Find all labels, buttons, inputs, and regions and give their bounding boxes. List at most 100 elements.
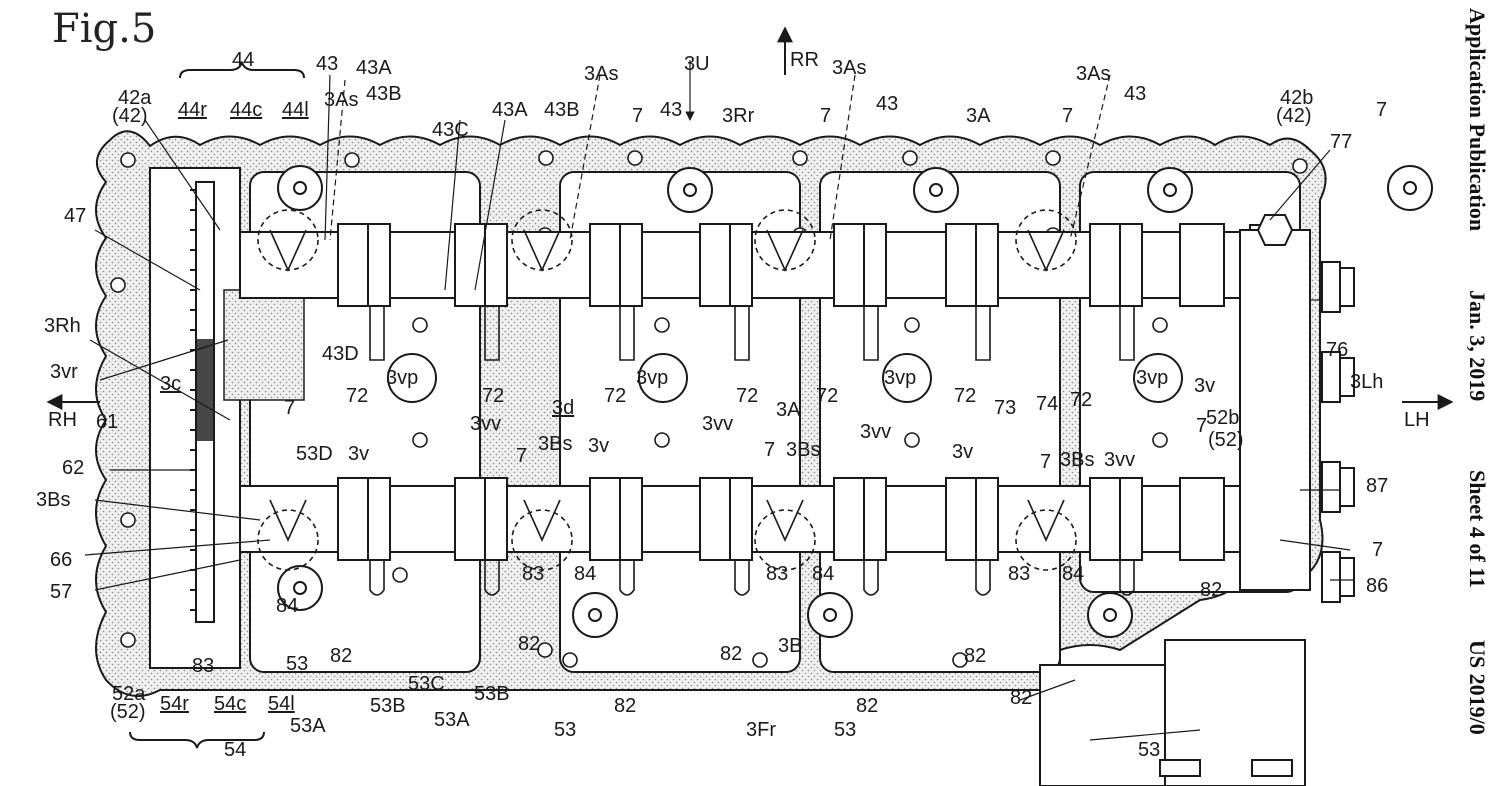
- ref-label-l3vp_a: 3vp: [386, 367, 418, 389]
- ref-label-l84_d: 84: [1062, 563, 1084, 585]
- figure-title: Fig.5: [52, 6, 157, 52]
- ref-label-l3Bs_b: 3Bs: [786, 439, 820, 461]
- ref-label-l3d: 3d: [552, 397, 574, 419]
- ref-label-l7_a: 7: [632, 105, 643, 127]
- ref-label-l66: 66: [50, 549, 72, 571]
- ref-label-l76: 76: [1326, 339, 1348, 361]
- ref-label-l72_e: 72: [816, 385, 838, 407]
- ref-label-l53_a: 53: [286, 653, 308, 675]
- ref-label-l82_f: 82: [856, 695, 878, 717]
- ref-label-l54l: 54l: [268, 693, 295, 715]
- ref-label-l53_b: 53: [554, 719, 576, 741]
- ref-label-l3Bs_left: 3Bs: [36, 489, 70, 511]
- ref-label-l72_d: 72: [736, 385, 758, 407]
- ref-label-l43_a: 43: [316, 53, 338, 75]
- ref-label-l3vv_d: 3vv: [1104, 449, 1135, 471]
- cylinder-head-drawing: 4444r44c44l42a(42)42b(42)4343A3As43B43C4…: [36, 26, 1454, 786]
- ref-label-l7_j: 7: [1196, 415, 1207, 437]
- header-date: Jan. 3, 2019: [1465, 290, 1490, 402]
- ref-label-l72_g: 72: [1070, 389, 1092, 411]
- ref-label-l43_d: 43: [1124, 83, 1146, 105]
- ref-label-l3As_b: 3As: [584, 63, 618, 85]
- plug-holes: [387, 353, 1183, 403]
- direction-arrows: [46, 26, 1454, 749]
- ref-label-l3A_mid: 3A: [776, 399, 801, 421]
- ref-label-l3U: 3U: [684, 53, 710, 75]
- ref-label-l82_d: 82: [614, 695, 636, 717]
- ref-label-l52b_paren: (52): [1208, 429, 1244, 451]
- ref-label-l72_c: 72: [604, 385, 626, 407]
- ref-label-l3A_top: 3A: [966, 105, 991, 127]
- ref-label-l43_b: 43: [660, 99, 682, 121]
- ref-label-l53C: 53C: [408, 673, 445, 695]
- ref-label-l3v_d: 3v: [1194, 375, 1215, 397]
- ref-label-l3vv_a: 3vv: [470, 413, 501, 435]
- ref-label-l53D: 53D: [296, 443, 333, 465]
- ref-label-l54c: 54c: [214, 693, 246, 715]
- ref-label-l82_g: 82: [964, 645, 986, 667]
- ref-label-l44: 44: [232, 49, 254, 71]
- ref-label-rh: RH: [48, 409, 77, 431]
- ref-label-l53B_b: 53B: [474, 683, 510, 705]
- ref-label-l84_a: 84: [276, 595, 298, 617]
- ref-label-l82_h: 82: [1010, 687, 1032, 709]
- bosses: [277, 165, 1433, 638]
- ref-label-l74: 74: [1036, 393, 1058, 415]
- ref-label-l43_c: 43: [876, 93, 898, 115]
- header-publication: Application Publication: [1465, 8, 1490, 232]
- ref-label-l3Rh: 3Rh: [44, 315, 81, 337]
- ref-label-l82_b: 82: [330, 645, 352, 667]
- ref-label-l72_b: 72: [482, 385, 504, 407]
- ref-label-l52a_paren: (52): [110, 701, 146, 723]
- ref-label-l3vr: 3vr: [50, 361, 78, 383]
- ref-label-l3B: 3B: [778, 635, 802, 657]
- ref-label-l3Bs_c: 3Bs: [1060, 449, 1094, 471]
- ref-label-l82_a: 82: [1200, 579, 1222, 601]
- ref-label-l52a: 52a: [112, 683, 146, 705]
- ref-label-l3v_b: 3v: [588, 435, 609, 457]
- ref-label-l83_b: 83: [766, 563, 788, 585]
- ref-label-l42a_paren: (42): [112, 105, 148, 127]
- right-bracket: [1039, 214, 1355, 786]
- ref-label-l54r: 54r: [160, 693, 189, 715]
- ref-label-l62: 62: [62, 457, 84, 479]
- ref-label-l3vp_b: 3vp: [636, 367, 668, 389]
- ref-label-l3As_c: 3As: [832, 57, 866, 79]
- ref-label-l3vv_b: 3vv: [702, 413, 733, 435]
- ref-label-l43C: 43C: [432, 119, 469, 141]
- ref-label-l7_g: 7: [764, 439, 775, 461]
- ref-label-l3Fr: 3Fr: [746, 719, 776, 741]
- ref-label-l52b: 52b: [1206, 407, 1239, 429]
- ref-label-l42b: 42b: [1280, 87, 1313, 109]
- ref-label-l83_a: 83: [522, 563, 544, 585]
- side-header: Application Publication Jan. 3, 2019 She…: [1456, 0, 1506, 786]
- ref-label-l7_c: 7: [1062, 105, 1073, 127]
- exhaust-camshaft: [239, 477, 1251, 561]
- ref-label-l47: 47: [64, 205, 86, 227]
- ref-label-l3vv_c: 3vv: [860, 421, 891, 443]
- header-number: US 2019/0: [1465, 640, 1490, 735]
- ref-label-l72_a: 72: [346, 385, 368, 407]
- ref-label-l57: 57: [50, 581, 72, 603]
- ref-label-l72_f: 72: [954, 385, 976, 407]
- ref-label-l3v_a: 3v: [348, 443, 369, 465]
- ref-label-l83_box: 83: [192, 655, 214, 677]
- ref-label-l7_b: 7: [820, 105, 831, 127]
- ref-label-l84_c: 84: [812, 563, 834, 585]
- ref-label-l43A_a: 43A: [356, 57, 392, 79]
- ref-label-l53A_b: 53A: [434, 709, 470, 731]
- ref-label-l53_d: 53: [1138, 739, 1160, 761]
- ref-label-l53_c: 53: [834, 719, 856, 741]
- ref-label-l44l: 44l: [282, 99, 309, 121]
- ref-label-l82_c: 82: [518, 633, 540, 655]
- ref-label-l7_d: 7: [1376, 99, 1387, 121]
- ref-label-lh: LH: [1404, 409, 1430, 431]
- ref-label-l43A_b: 43A: [492, 99, 528, 121]
- ref-label-rr: RR: [790, 49, 819, 71]
- ref-label-l54: 54: [224, 739, 246, 761]
- ref-label-l3vp_d: 3vp: [1136, 367, 1168, 389]
- ref-label-l3As_d: 3As: [1076, 63, 1110, 85]
- ref-label-l44r: 44r: [178, 99, 207, 121]
- header-sheet: Sheet 4 of 11: [1465, 470, 1490, 588]
